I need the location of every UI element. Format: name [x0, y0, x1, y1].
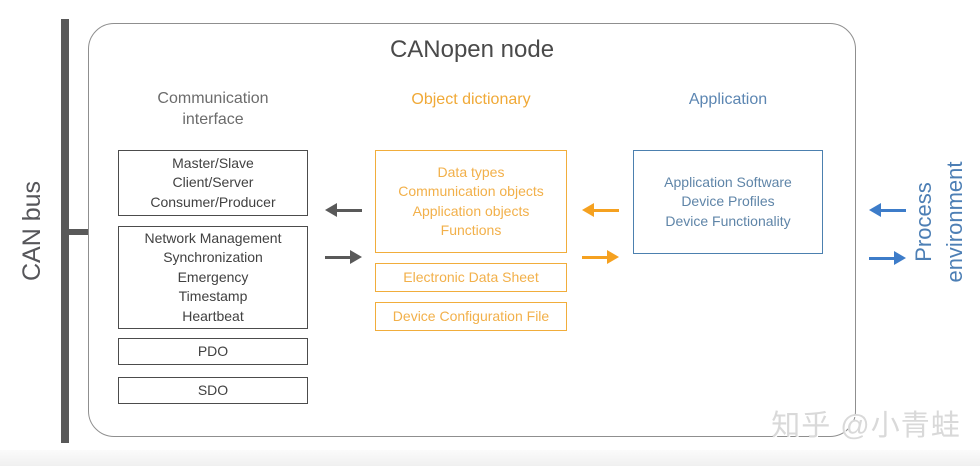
column-header-communication-interface: Communication interface [108, 88, 318, 130]
box-sdo: SDO [118, 377, 308, 404]
box-electronic-data-sheet: Electronic Data Sheet [375, 263, 567, 292]
arrow-head [869, 203, 881, 217]
box-line: Client/Server [172, 174, 254, 191]
box-line: Synchronization [163, 249, 263, 266]
box-line: Timestamp [178, 288, 248, 305]
box-line: Application Software [664, 173, 792, 190]
box-application-software: Application Software Device Profiles Dev… [633, 150, 823, 254]
arrow-head [607, 250, 619, 264]
box-line: Master/Slave [172, 154, 254, 171]
box-line: Functions [440, 222, 502, 238]
arrow-shaft [325, 255, 350, 259]
process-environment-line: environment [942, 161, 967, 283]
arrow-head [325, 203, 337, 217]
box-line: Communication objects [398, 183, 544, 199]
arrow-shaft [337, 208, 362, 212]
arrow-app-to-objdict-icon [582, 203, 619, 217]
watermark: 知乎 @小青蛙 [771, 410, 961, 442]
box-line: Network Management [144, 229, 282, 246]
arrow-shaft [594, 208, 619, 212]
arrow-objdict-to-comm-icon [325, 203, 362, 217]
arrow-head [582, 203, 594, 217]
header-line: interface [182, 111, 244, 128]
arrow-comm-to-objdict-icon [325, 250, 362, 264]
box-line: Device Profiles [681, 193, 775, 210]
box-pdo: PDO [118, 338, 308, 365]
box-line: Consumer/Producer [150, 193, 276, 210]
box-device-configuration-file: Device Configuration File [375, 302, 567, 331]
arrow-shaft [582, 255, 607, 259]
box-line: Data types [437, 163, 505, 180]
column-header-object-dictionary: Object dictionary [411, 91, 531, 108]
box-line: Emergency [177, 268, 249, 285]
process-environment-line: Process [911, 182, 936, 262]
arrow-process-input-icon [869, 203, 906, 217]
box-communication-services: Master/Slave Client/Server Consumer/Prod… [118, 150, 308, 216]
header-line: Communication [157, 90, 269, 107]
arrow-process-output-icon [869, 251, 906, 265]
box-object-dictionary-contents: Data types Communication objects Applica… [375, 150, 567, 253]
can-bus-node-connector [66, 229, 90, 235]
can-bus-label: CAN bus [18, 180, 46, 282]
arrow-objdict-to-app-icon [582, 250, 619, 264]
can-bus-line [61, 19, 69, 443]
process-environment-label: Process environment [908, 132, 972, 312]
box-line: Device Functionality [665, 212, 791, 229]
box-line: Heartbeat [182, 307, 244, 324]
box-network-management: Network Management Synchronization Emerg… [118, 226, 308, 329]
arrow-shaft [881, 208, 906, 212]
bottom-strip [0, 450, 980, 466]
diagram-title: CANopen node [389, 36, 555, 63]
arrow-head [350, 250, 362, 264]
box-line: Application objects [412, 202, 530, 219]
arrow-head [894, 251, 906, 265]
arrow-shaft [869, 256, 894, 260]
column-header-application: Application [688, 91, 768, 108]
